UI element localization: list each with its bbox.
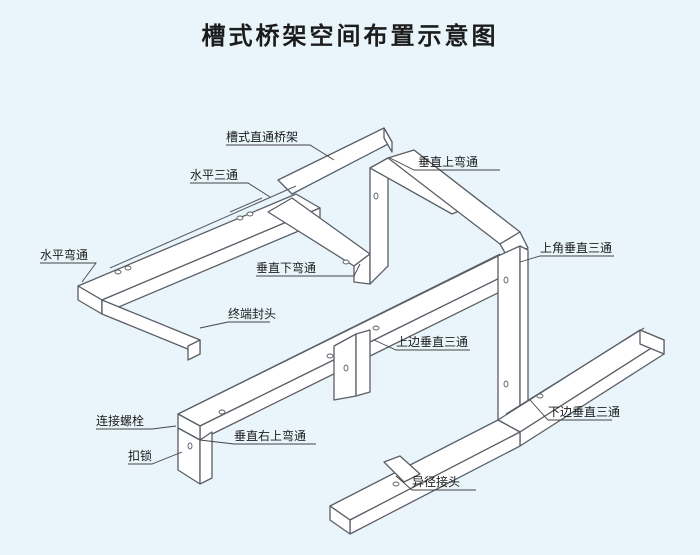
label-vertical-up-elbow: 垂直上弯通 [418, 154, 478, 169]
labels: 槽式直通桥架 水平三通 垂直上弯通 水平弯通 垂直下弯通 上角垂直三通 终端封头… [40, 130, 620, 489]
leader-lines [40, 144, 614, 491]
label-end-cap: 终端封头 [228, 306, 276, 321]
vertical-right-up-elbow [177, 427, 213, 485]
label-horizontal-tee: 水平三通 [190, 168, 238, 182]
label-buckle-lock: 扣锁 [128, 448, 152, 463]
label-straight-tray: 槽式直通桥架 [226, 130, 298, 144]
label-vertical-down-elbow: 垂直下弯通 [256, 260, 316, 275]
page-title: 槽式桥架空间布置示意图 [201, 22, 499, 50]
label-reducer: 异径接头 [412, 474, 460, 489]
label-top-side-tee: 上边垂直三通 [396, 335, 468, 349]
label-right-up-elbow: 垂直右上弯通 [234, 428, 306, 443]
corner-vertical-tee [497, 245, 529, 421]
reducer-tray [329, 419, 521, 535]
upper-left-tray [77, 127, 393, 361]
label-connecting-bolt: 连接螺栓 [96, 413, 144, 428]
label-lower-side-tee: 下边垂直三通 [548, 405, 620, 419]
label-horizontal-elbow: 水平弯通 [40, 247, 88, 262]
label-corner-vertical-tee: 上角垂直三通 [540, 241, 612, 255]
bolt-holes [114, 192, 544, 487]
